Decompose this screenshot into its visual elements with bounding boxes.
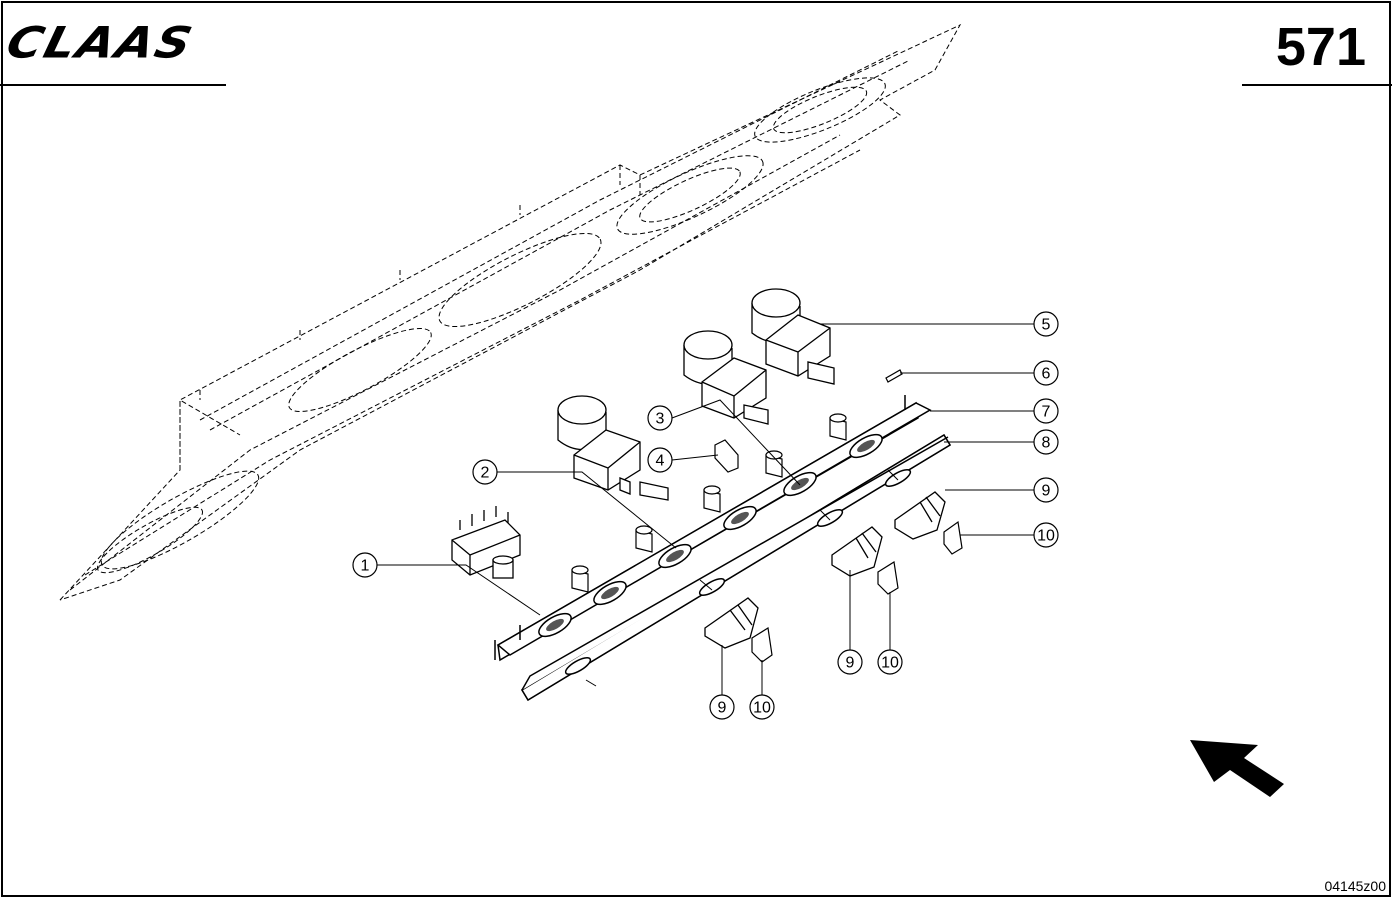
clip-10c bbox=[943, 520, 963, 555]
callout-circle-1 bbox=[352, 552, 378, 578]
callout-circle-6 bbox=[1033, 360, 1059, 386]
callout-label-4: 4 bbox=[656, 453, 665, 470]
page-number-underline bbox=[1242, 84, 1392, 86]
logo-underline bbox=[0, 84, 226, 86]
callout-label-8: 8 bbox=[1042, 435, 1051, 452]
callout-circle-9a bbox=[709, 694, 735, 720]
connectors bbox=[571, 413, 847, 593]
cover-plate bbox=[520, 433, 952, 702]
callout-circle-5 bbox=[1033, 311, 1059, 337]
rotary-switch bbox=[451, 506, 521, 579]
knob-9b bbox=[831, 526, 883, 577]
callout-label-10b: 10 bbox=[881, 655, 899, 672]
leader-lines bbox=[377, 323, 1034, 695]
callout-circle-10b bbox=[877, 649, 903, 675]
knob-9c bbox=[894, 491, 946, 540]
callout-label-7: 7 bbox=[1042, 404, 1051, 421]
callout-circle-3 bbox=[647, 405, 673, 431]
callout-label-5: 5 bbox=[1042, 317, 1051, 334]
callout-label-3: 3 bbox=[656, 411, 665, 428]
callout-circle-7 bbox=[1033, 398, 1059, 424]
callout-circle-8 bbox=[1033, 429, 1059, 455]
switch-2 bbox=[557, 395, 669, 501]
callouts bbox=[352, 311, 1059, 720]
page-number: 571 bbox=[1275, 17, 1366, 77]
clip-10b bbox=[877, 561, 899, 595]
bulb-connector bbox=[714, 439, 739, 473]
clip-10a bbox=[751, 627, 773, 663]
callout-label-2: 2 bbox=[481, 465, 490, 482]
callout-label-9b: 9 bbox=[846, 655, 855, 672]
dashboard-outline bbox=[59, 23, 962, 601]
callout-circle-4 bbox=[647, 447, 673, 473]
callout-label-10a: 10 bbox=[753, 700, 771, 717]
callout-circle-9b bbox=[837, 649, 863, 675]
spring-pin bbox=[885, 369, 903, 383]
callout-label-9a: 9 bbox=[718, 700, 727, 717]
switch-5 bbox=[751, 288, 835, 385]
callout-circle-9c bbox=[1033, 477, 1059, 503]
callout-label-10c: 10 bbox=[1037, 528, 1055, 545]
callout-label-1: 1 bbox=[361, 558, 370, 575]
switch-3 bbox=[683, 330, 769, 425]
callout-circle-10c bbox=[1033, 522, 1059, 548]
direction-arrow-icon bbox=[1190, 740, 1284, 797]
callout-label-6: 6 bbox=[1042, 366, 1051, 383]
callout-circle-10a bbox=[749, 694, 775, 720]
knob-9a bbox=[704, 597, 759, 649]
callout-circle-2 bbox=[472, 459, 498, 485]
callout-label-9c: 9 bbox=[1042, 483, 1051, 500]
drawing-reference: 04145z00 bbox=[1324, 878, 1386, 894]
switch-panel-bracket bbox=[494, 395, 932, 662]
